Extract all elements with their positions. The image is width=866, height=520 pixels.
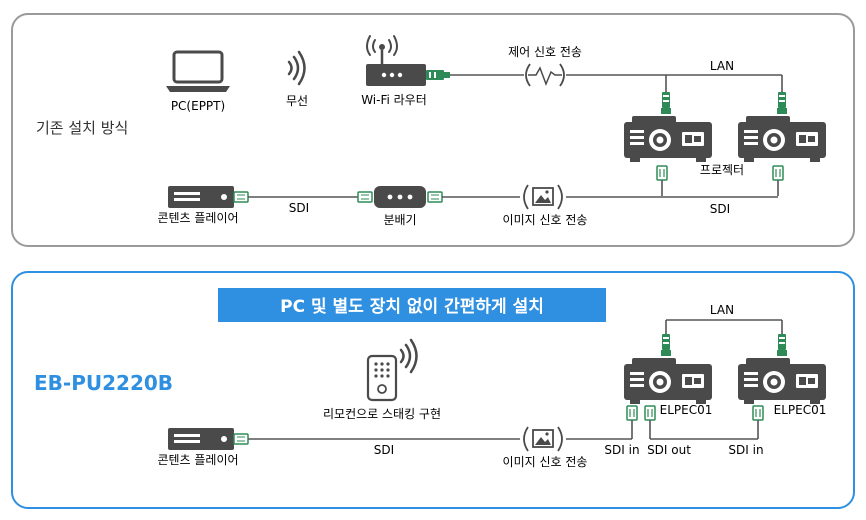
sdi-plug-icon	[656, 165, 668, 181]
sdi-plug-icon	[357, 191, 373, 203]
sdi-plug-icon	[233, 191, 249, 203]
banner-bg	[218, 288, 606, 322]
ethernet-plug-icon	[426, 70, 450, 80]
sdi-plug-icon	[626, 405, 638, 421]
sdi-in-left-label: SDI in	[604, 443, 639, 457]
remote-label: 리모컨으로 스태킹 구현	[323, 407, 441, 421]
router-icon	[366, 35, 426, 86]
splitter-icon	[374, 186, 426, 208]
lan-label-bottom: LAN	[710, 303, 734, 317]
sdi-plug-icon	[752, 405, 764, 421]
sdi-plug-icon	[644, 405, 656, 421]
image-icon	[523, 184, 563, 210]
laptop-icon	[166, 50, 230, 92]
elpec-label-right: ELPEC01	[774, 403, 827, 417]
image-signal-label-bottom: 이미지 신호 전송	[503, 455, 588, 469]
projector-icon	[738, 358, 826, 404]
wireless-label: 무선	[286, 94, 308, 108]
projector-icon	[624, 116, 712, 162]
sdi-label-top-left: SDI	[289, 201, 309, 215]
ethernet-plug-icon	[777, 92, 787, 114]
media-player-icon	[168, 186, 234, 208]
elpec-label-left: ELPEC01	[660, 403, 713, 417]
splitter-label: 분배기	[383, 213, 416, 227]
ethernet-plug-icon	[777, 334, 787, 356]
sdi-out-label: SDI out	[647, 443, 691, 457]
control-signal-label: 제어 신호 전송	[508, 45, 582, 59]
top-panel-title: 기존 설치 방식	[36, 119, 128, 137]
sdi-in-right-label: SDI in	[728, 443, 763, 457]
wireless-icon	[287, 50, 306, 86]
wireless-icon	[399, 338, 418, 374]
model-name: EB-PU2220B	[34, 371, 173, 395]
sdi-plug-icon	[772, 165, 784, 181]
projector-icon	[624, 358, 712, 404]
remote-icon	[366, 354, 398, 402]
image-icon	[523, 426, 563, 452]
media-player-label-top: 콘텐츠 플레이어	[157, 211, 238, 225]
ethernet-plug-icon	[661, 92, 671, 114]
pc-label: PC(EPPT)	[171, 99, 225, 113]
lan-label-top: LAN	[710, 59, 734, 73]
sdi-label-bottom: SDI	[374, 443, 394, 457]
projector-icon	[738, 116, 826, 162]
media-player-icon	[168, 428, 234, 450]
sdi-plug-icon	[233, 433, 249, 445]
sdi-label-top-right: SDI	[710, 202, 730, 216]
ethernet-plug-icon	[661, 334, 671, 356]
router-label: Wi-Fi 라우터	[361, 93, 427, 107]
projector-label: 프로젝터	[700, 163, 744, 177]
image-signal-label-top: 이미지 신호 전송	[503, 213, 588, 227]
sdi-plug-icon	[427, 191, 443, 203]
media-player-label-bottom: 콘텐츠 플레이어	[157, 453, 238, 467]
banner-text: PC 및 별도 장치 없이 간편하게 설치	[280, 297, 544, 317]
signal-wave-icon	[525, 63, 565, 87]
